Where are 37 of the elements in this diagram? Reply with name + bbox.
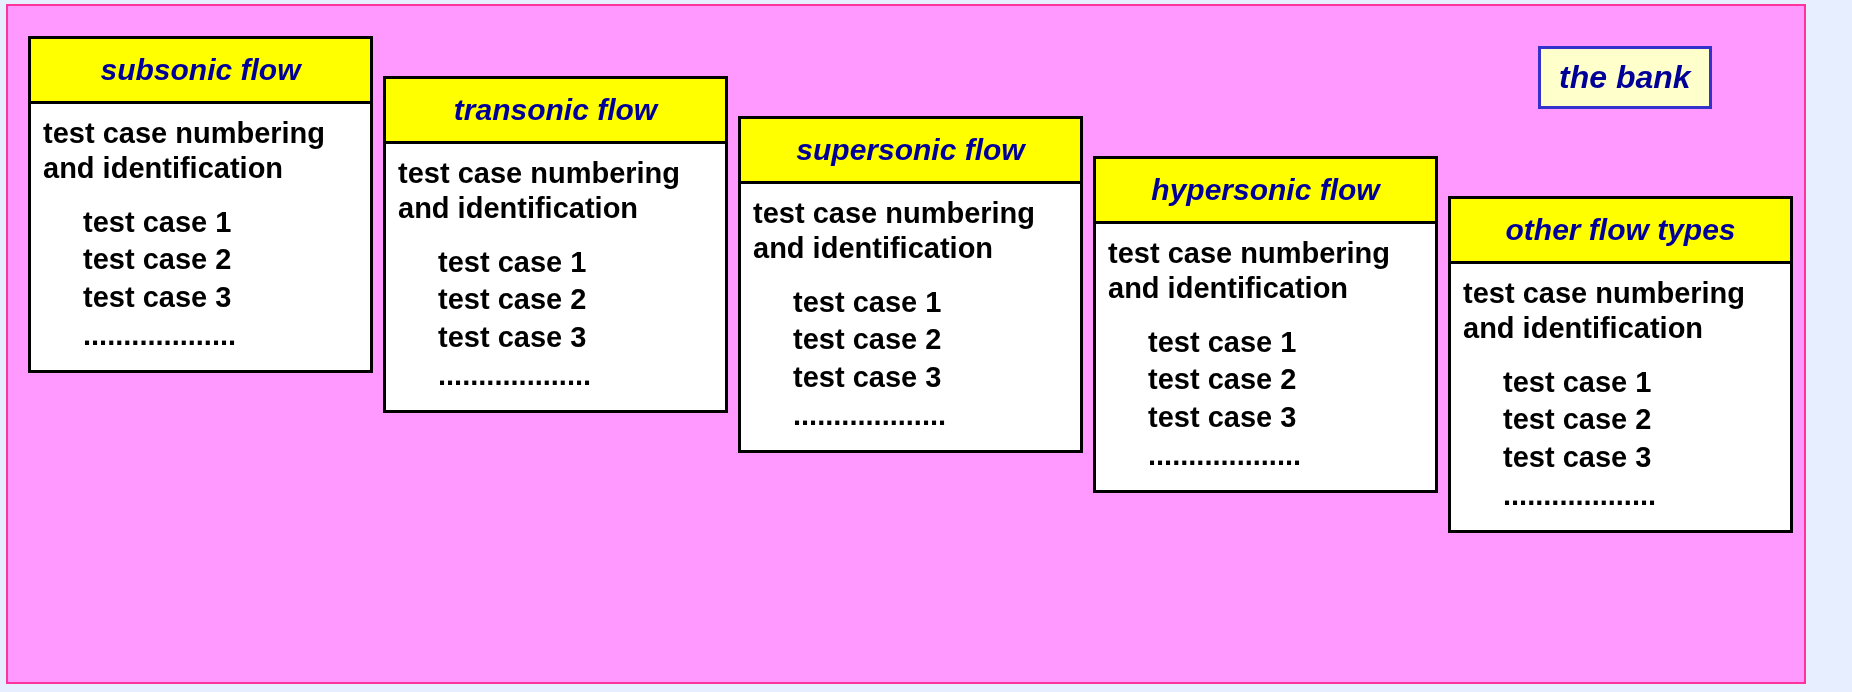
list-item: test case 3: [1502, 439, 1653, 475]
list-item: test case 1: [82, 204, 233, 240]
list-item: ...................: [437, 357, 593, 393]
list-item: test case 1: [792, 284, 943, 320]
list-item: test case 1: [1502, 364, 1653, 400]
card-description: test case numbering and identification: [43, 116, 327, 186]
list-item: test case 2: [1502, 402, 1653, 438]
card-heading: supersonic flow: [741, 119, 1080, 184]
list-item: ...................: [1502, 477, 1658, 513]
card-description: test case numbering and identification: [398, 156, 682, 226]
list-item: test case 2: [1147, 362, 1298, 398]
list-item: test case 2: [792, 322, 943, 358]
list-item: test case 1: [437, 244, 588, 280]
flow-type-card: [1093, 156, 1438, 494]
card-heading: subsonic flow: [31, 39, 370, 104]
list-item: test case 3: [1147, 399, 1298, 435]
card-description: test case numbering and identification: [753, 196, 1037, 266]
list-item: test case 3: [792, 359, 943, 395]
list-item: test case 2: [437, 282, 588, 318]
list-item: test case 1: [1147, 324, 1298, 360]
flow-type-card: [383, 76, 728, 414]
list-item: test case 3: [437, 319, 588, 355]
card-heading: hypersonic flow: [1096, 159, 1435, 224]
card-description: test case numbering and identification: [1463, 276, 1747, 346]
list-item: test case 2: [82, 242, 233, 278]
list-item: ...................: [1147, 437, 1303, 473]
card-heading: other flow types: [1451, 199, 1790, 264]
list-item: ...................: [792, 397, 948, 433]
flow-type-card: [28, 36, 373, 374]
flow-type-card: [738, 116, 1083, 454]
card-description: test case numbering and identification: [1108, 236, 1392, 306]
flow-type-card: [1448, 196, 1793, 534]
list-item: ...................: [82, 317, 238, 353]
list-item: test case 3: [82, 279, 233, 315]
card-heading: transonic flow: [386, 79, 725, 144]
background-panel: [6, 4, 1806, 684]
label-box: the bank: [1538, 46, 1712, 109]
